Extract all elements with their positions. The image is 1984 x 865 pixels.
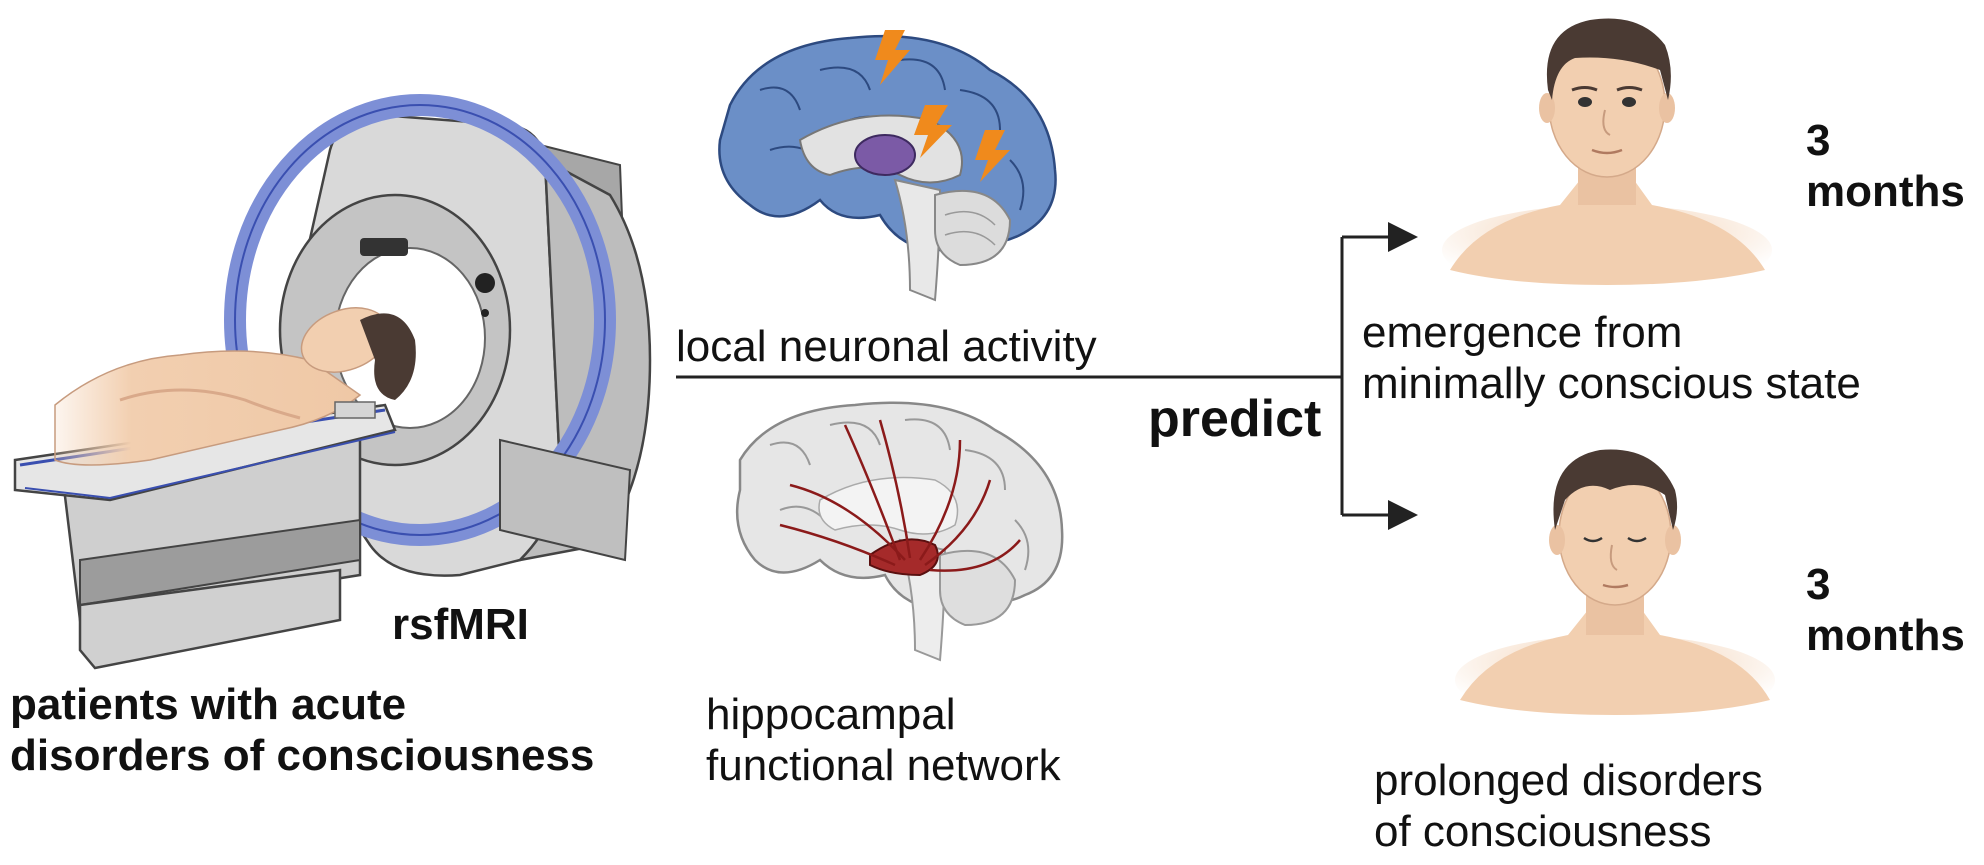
emergence-outcome-label: emergence from minimally conscious state	[1362, 308, 1861, 409]
hippocampal-network-label: hippocampal functional network	[706, 690, 1061, 791]
hippocampal-label-line1: hippocampal	[706, 690, 956, 739]
timepoint-top-unit: months	[1806, 166, 1965, 216]
timepoint-bottom-unit: months	[1806, 610, 1965, 660]
emergence-label-line2: minimally conscious state	[1362, 358, 1861, 408]
rsfmri-label: rsfMRI	[392, 600, 529, 649]
patients-label-line1: patients with acute	[10, 680, 407, 729]
prolonged-outcome-label: prolonged disorders of consciousness	[1374, 756, 1763, 857]
patients-label: patients with acute disorders of conscio…	[10, 680, 594, 781]
hippocampal-label-line2: functional network	[706, 740, 1061, 790]
predict-connector	[676, 222, 1418, 530]
timepoint-top-number: 3	[1806, 116, 1831, 165]
brain-network-icon	[735, 401, 1064, 662]
predict-label: predict	[1148, 390, 1322, 448]
timepoint-bottom-number: 3	[1806, 560, 1831, 609]
person-awake-icon	[1442, 18, 1772, 295]
person-unconscious-icon	[1455, 449, 1775, 725]
timepoint-bottom-label: 3 months	[1806, 560, 1965, 661]
local-activity-label: local neuronal activity	[676, 322, 1097, 371]
patients-label-line2: disorders of consciousness	[10, 730, 595, 780]
timepoint-top-label: 3 months	[1806, 116, 1965, 217]
patient-icon	[13, 307, 416, 670]
brain-activity-icon	[718, 30, 1057, 302]
prolonged-label-line1: prolonged disorders	[1374, 756, 1763, 805]
prolonged-label-line2: of consciousness	[1374, 806, 1712, 856]
emergence-label-line1: emergence from	[1362, 308, 1683, 357]
